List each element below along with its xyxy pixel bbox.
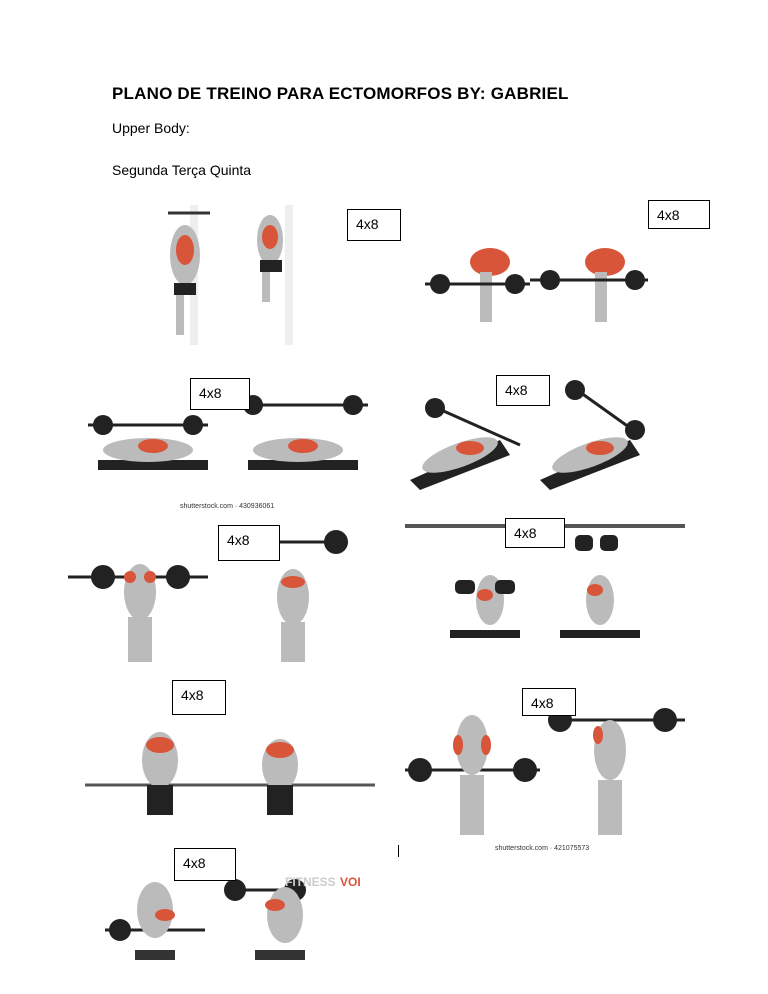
page-title: PLANO DE TREINO PARA ECTOMORFOS BY: GABR… [112, 84, 569, 103]
sets-reps-box: 4x8 [648, 200, 710, 229]
svg-text:VOLT: VOLT [340, 875, 360, 889]
barbell-front-raise-image [68, 522, 360, 665]
divider-line [398, 845, 399, 857]
sets-reps-box: 4x8 [172, 680, 226, 715]
curl-image-caption: shutterstock.com · 421075573 [495, 845, 590, 852]
bench-press-image [68, 380, 375, 500]
training-days: Segunda Terça Quinta [112, 162, 252, 178]
sets-reps-box: 4x8 [347, 209, 401, 241]
barbell-row-image [420, 222, 648, 335]
sets-reps-box: 4x8 [190, 378, 250, 410]
sets-reps-box: 4x8 [174, 848, 236, 881]
sets-reps-box: 4x8 [496, 375, 550, 406]
bench-dip-image [85, 690, 375, 830]
bench-image-caption: shutterstock.com · 430936061 [180, 503, 275, 510]
svg-text:FITNESS: FITNESS [285, 875, 336, 889]
sets-reps-box: 4x8 [218, 525, 280, 561]
preacher-curl-image: FITNESS VOLT [95, 870, 360, 994]
sets-reps-box: 4x8 [505, 518, 565, 548]
sets-reps-box: 4x8 [522, 688, 576, 716]
section-label: Upper Body: [112, 120, 190, 136]
pull-up-image [110, 205, 300, 345]
